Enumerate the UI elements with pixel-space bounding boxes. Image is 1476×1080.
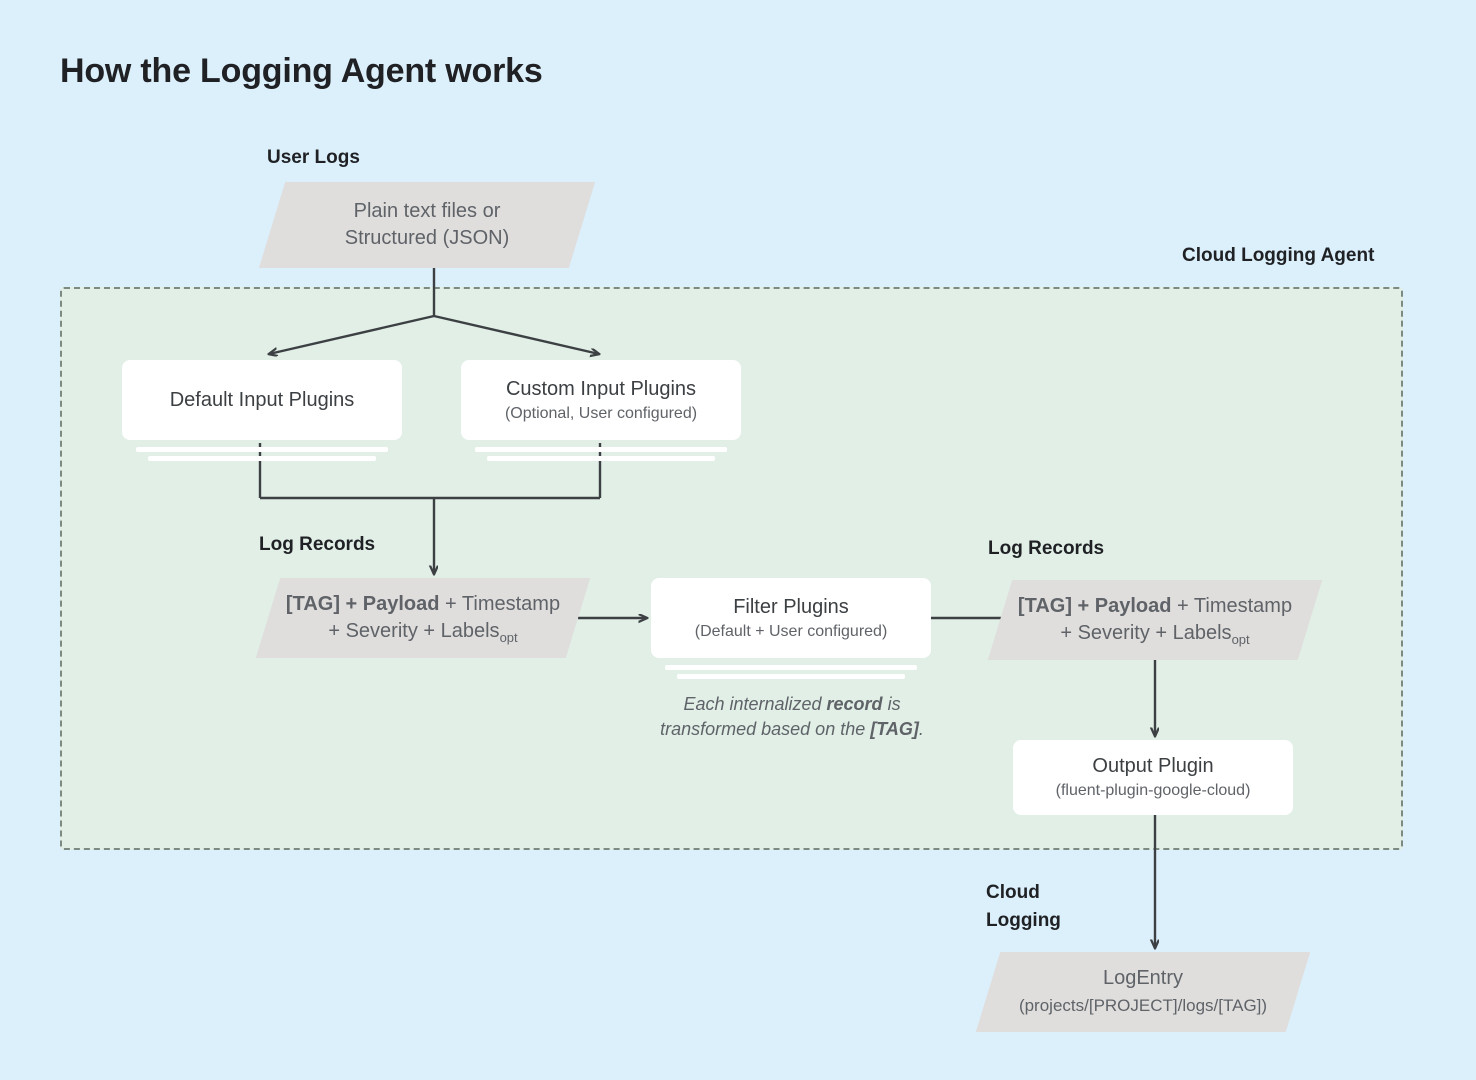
caption-part3: . <box>918 718 924 739</box>
log-record-left-line2: + Severity + Labels <box>328 620 500 642</box>
card-stack-shadow <box>665 665 917 670</box>
caption-part1: Each internalized <box>683 694 827 714</box>
label-cloud-logging-agent: Cloud Logging Agent <box>1182 245 1375 266</box>
log-record-left-rest: + Timestamp <box>439 593 561 616</box>
node-output-plugin[interactable]: Output Plugin (fluent-plugin-google-clou… <box>1013 740 1293 815</box>
node-default-input-plugins[interactable]: Default Input Plugins <box>122 360 402 440</box>
filter-transform-caption: Each internalized record is transformed … <box>640 692 944 742</box>
caption-bold-tag: [TAG] <box>870 718 919 739</box>
card-stack-shadow <box>677 674 905 679</box>
log-record-right-line2: + Severity + Labels <box>1060 622 1232 644</box>
default-input-plugins-title: Default Input Plugins <box>169 389 355 411</box>
label-log-records-right: Log Records <box>988 538 1105 559</box>
output-plugin-title: Output Plugin <box>1092 755 1214 778</box>
card-stack-shadow <box>148 456 376 461</box>
log-entry-subtitle: (projects/[PROJECT]/logs/[TAG]) <box>1018 996 1268 1015</box>
log-record-right-subscript: opt <box>1231 632 1250 647</box>
label-user-logs: User Logs <box>267 147 360 168</box>
label-log-records-left: Log Records <box>259 534 376 555</box>
user-logs-line2: Structured (JSON) <box>344 227 510 249</box>
log-entry-title: LogEntry <box>1102 967 1184 990</box>
page-title: How the Logging Agent works <box>60 52 543 90</box>
node-log-record-left: [TAG] + Payload + Timestamp + Severity +… <box>255 578 591 658</box>
node-custom-input-plugins[interactable]: Custom Input Plugins (Optional, User con… <box>461 360 741 440</box>
log-record-left-subscript: opt <box>499 630 518 645</box>
log-record-right-bold: [TAG] + Payload <box>1017 595 1172 618</box>
card-stack-shadow <box>136 447 388 452</box>
caption-bold-record: record <box>826 694 883 714</box>
card-stack-shadow <box>475 447 727 452</box>
node-user-logs-source: Plain text files or Structured (JSON) <box>258 182 596 268</box>
output-plugin-subtitle: (fluent-plugin-google-cloud) <box>1055 782 1251 800</box>
node-filter-plugins[interactable]: Filter Plugins (Default + User configure… <box>651 578 931 658</box>
log-record-right-rest: + Timestamp <box>1171 595 1293 618</box>
custom-input-plugins-subtitle: (Optional, User configured) <box>504 404 698 422</box>
node-log-entry: LogEntry (projects/[PROJECT]/logs/[TAG]) <box>975 952 1311 1032</box>
card-stack-shadow <box>487 456 715 461</box>
custom-input-plugins-title: Custom Input Plugins <box>505 377 697 400</box>
label-cloud-logging: Cloud Logging <box>986 882 1061 931</box>
log-record-left-bold: [TAG] + Payload <box>285 593 440 616</box>
user-logs-line1: Plain text files or <box>353 200 501 223</box>
filter-plugins-subtitle: (Default + User configured) <box>694 622 888 640</box>
node-log-record-right: [TAG] + Payload + Timestamp + Severity +… <box>987 580 1323 660</box>
caption-part2: is transformed based on the <box>660 694 901 739</box>
filter-plugins-title: Filter Plugins <box>733 595 849 618</box>
